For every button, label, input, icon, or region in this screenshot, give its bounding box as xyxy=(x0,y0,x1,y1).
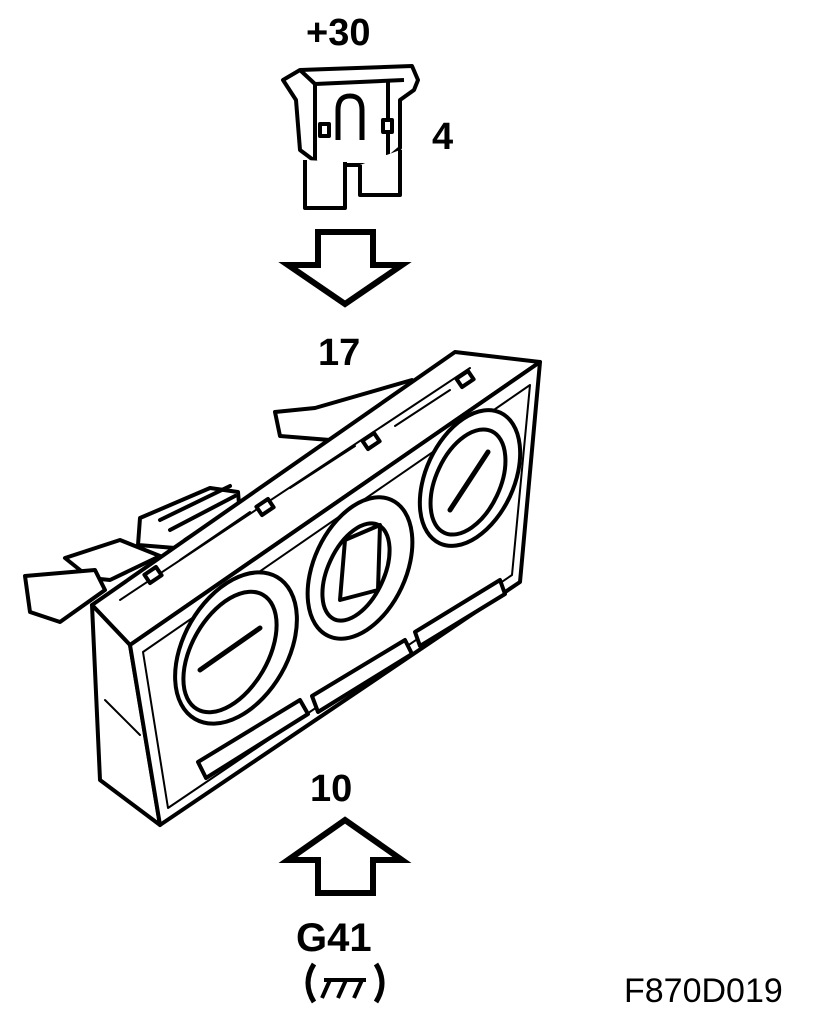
ground-point-label: G41 xyxy=(296,916,372,960)
supply-label: +30 xyxy=(306,12,371,54)
figure-code-label: F870D019 xyxy=(624,972,783,1010)
input-pin-label: 17 xyxy=(318,332,361,374)
ground-pin-label: 10 xyxy=(310,768,353,810)
fuse-icon xyxy=(281,64,420,210)
arrow-down-icon xyxy=(278,229,412,308)
chassis-ground-icon xyxy=(305,962,385,1004)
arrow-up-icon xyxy=(278,816,412,896)
fuse-number-label: 4 xyxy=(432,116,454,158)
control-panel xyxy=(23,350,542,827)
